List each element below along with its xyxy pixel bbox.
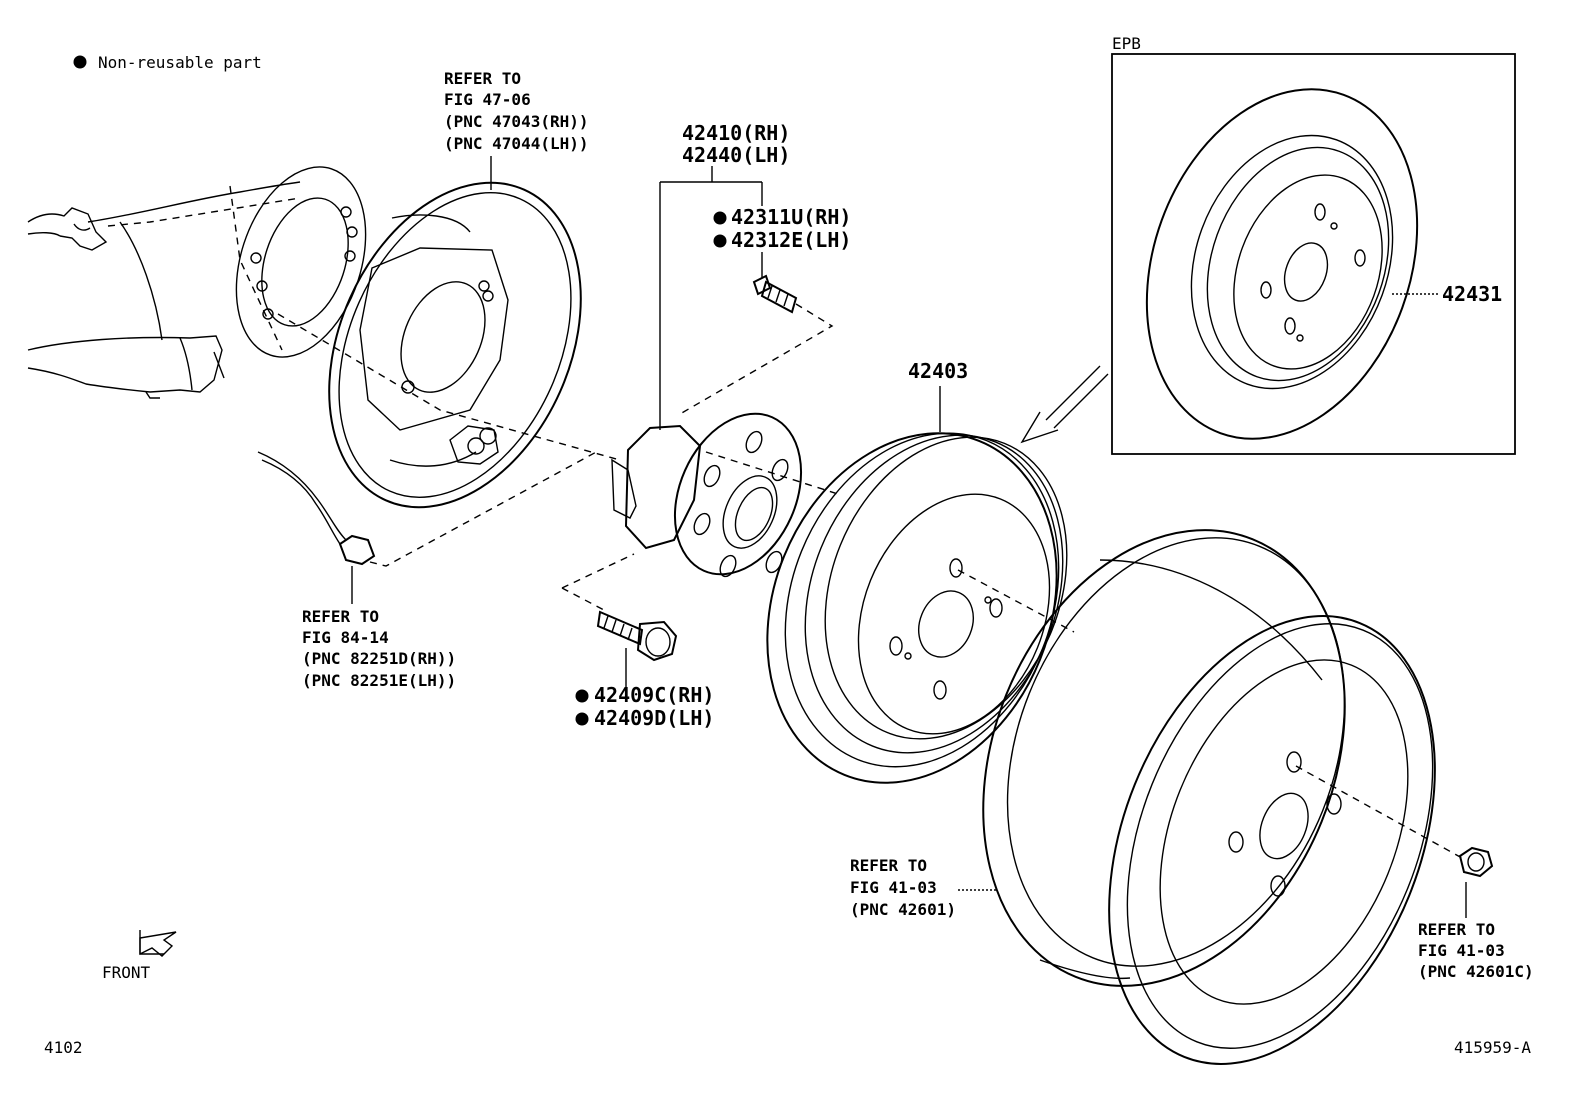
brake-drum (766, 432, 1068, 784)
drum-part-number: 42403 (908, 359, 968, 383)
svg-text:REFER TO: REFER TO (444, 69, 521, 88)
svg-text:FIG 47-06: FIG 47-06 (444, 90, 531, 109)
svg-text:FIG 41-03: FIG 41-03 (850, 878, 937, 897)
epb-title: EPB (1112, 34, 1141, 53)
svg-text:FIG 84-14: FIG 84-14 (302, 628, 389, 647)
svg-text:42312E(LH): 42312E(LH) (731, 228, 851, 252)
hub-bolt-reference: 42409C(RH) 42409D(LH) (575, 683, 714, 730)
svg-text:42440(LH): 42440(LH) (682, 143, 790, 167)
svg-text:(PNC 42601): (PNC 42601) (850, 900, 956, 919)
svg-text:42409D(LH): 42409D(LH) (594, 706, 714, 730)
svg-text:(PNC 42601C): (PNC 42601C) (1418, 962, 1534, 981)
svg-text:42311U(RH): 42311U(RH) (731, 205, 851, 229)
svg-text:REFER TO: REFER TO (850, 856, 927, 875)
brake-disc (1145, 88, 1419, 440)
disc-part-number: 42431 (1442, 282, 1502, 306)
front-direction-arrow-icon (139, 930, 177, 957)
backing-plate (328, 181, 582, 509)
wheel (982, 529, 1436, 1065)
wheel-nut (1458, 846, 1494, 878)
legend-text: Non-reusable part (98, 53, 262, 72)
svg-text:FIG 41-03: FIG 41-03 (1418, 941, 1505, 960)
epb-substitution-arrow-icon (1020, 365, 1109, 444)
svg-text:42409C(RH): 42409C(RH) (594, 683, 714, 707)
epb-inset-frame (1111, 53, 1516, 455)
speed-sensor-reference: REFER TO FIG 84-14 (PNC 82251D(RH)) (PNC… (302, 607, 456, 690)
non-reusable-marker-icon (713, 211, 727, 225)
svg-text:(PNC 82251D(RH)): (PNC 82251D(RH)) (302, 649, 456, 668)
hub-stud: 42311U(RH) 42312E(LH) (713, 205, 851, 314)
non-reusable-marker-icon (73, 55, 87, 69)
backing-plate-reference: REFER TO FIG 47-06 (PNC 47043(RH)) (PNC … (444, 69, 589, 153)
wheel-reference: REFER TO FIG 41-03 (PNC 42601) (850, 856, 956, 919)
front-label: FRONT (102, 963, 151, 982)
illustration-code: 415959-A (1454, 1038, 1531, 1057)
page-code: 4102 (44, 1038, 83, 1057)
svg-text:42410(RH): 42410(RH) (682, 121, 790, 145)
svg-text:REFER TO: REFER TO (1418, 920, 1495, 939)
svg-text:(PNC 47043(RH)): (PNC 47043(RH)) (444, 112, 589, 131)
speed-sensor (257, 451, 376, 566)
hub-reference: 42410(RH) 42440(LH) (682, 121, 790, 167)
non-reusable-marker-icon (575, 712, 589, 726)
hub-assembly (611, 412, 803, 578)
non-reusable-marker-icon (713, 234, 727, 248)
axle-beam (27, 166, 367, 399)
hub-bolt (596, 610, 678, 662)
svg-text:(PNC 47044(LH)): (PNC 47044(LH)) (444, 134, 589, 153)
wheel-nut-reference: REFER TO FIG 41-03 (PNC 42601C) (1418, 920, 1534, 981)
svg-text:REFER TO: REFER TO (302, 607, 379, 626)
svg-text:(PNC 82251E(LH)): (PNC 82251E(LH)) (302, 671, 456, 690)
non-reusable-marker-icon (575, 689, 589, 703)
